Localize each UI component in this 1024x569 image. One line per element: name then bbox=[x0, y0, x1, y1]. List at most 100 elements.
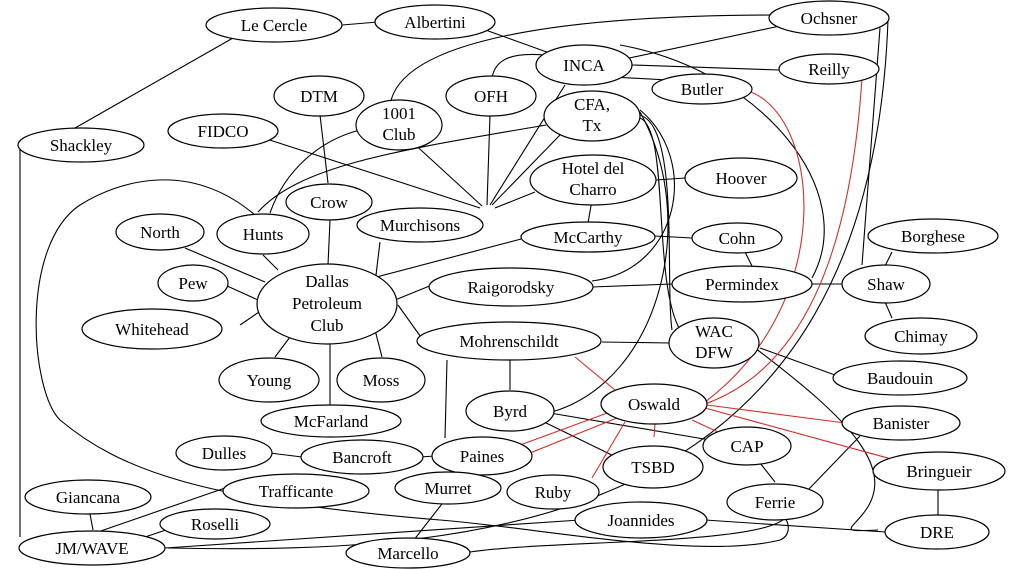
node-le-cercle[interactable]: Le Cercle bbox=[205, 7, 343, 43]
node-cap[interactable]: CAP bbox=[702, 426, 792, 466]
edge-byrd-cap bbox=[549, 412, 711, 441]
node-ochsner[interactable]: Ochsner bbox=[768, 0, 890, 36]
node-banister[interactable]: Banister bbox=[841, 405, 961, 441]
node-ferrie[interactable]: Ferrie bbox=[726, 483, 824, 521]
node-marcello[interactable]: Marcello bbox=[345, 537, 471, 569]
node-bancroft[interactable]: Bancroft bbox=[300, 439, 424, 475]
node-bringueir[interactable]: Bringueir bbox=[872, 451, 1006, 491]
node-label: Joannides bbox=[607, 511, 674, 530]
node-ruby[interactable]: Ruby bbox=[506, 474, 600, 510]
node-label: Oswald bbox=[628, 395, 680, 414]
node-inca[interactable]: INCA bbox=[535, 44, 633, 86]
node-chimay[interactable]: Chimay bbox=[864, 317, 978, 355]
edge-banister-oswald bbox=[706, 404, 846, 424]
node-label: Dulles bbox=[202, 444, 246, 463]
edge-ochsner-1001 bbox=[389, 14, 781, 106]
edge-raigorodsky-permindex bbox=[591, 283, 673, 288]
edge-trafficante-jmwave bbox=[94, 487, 226, 534]
node-cfa-tx[interactable]: CFA, Tx bbox=[543, 90, 641, 142]
node-cohn[interactable]: Cohn bbox=[691, 222, 783, 254]
node-dallas-petroleum-club[interactable]: Dallas Petroleum Club bbox=[256, 263, 398, 345]
node-dre[interactable]: DRE bbox=[884, 514, 990, 550]
node-pew[interactable]: Pew bbox=[157, 264, 229, 302]
node-borghese[interactable]: Borghese bbox=[867, 218, 999, 254]
edge-cap-ferrie bbox=[759, 462, 776, 483]
node-mohrenschildt[interactable]: Mohrenschildt bbox=[416, 321, 602, 361]
node-shackley[interactable]: Shackley bbox=[17, 127, 145, 163]
node-label: JM/WAVE bbox=[55, 539, 128, 558]
node-ofh[interactable]: OFH bbox=[445, 75, 537, 117]
node-label: Reilly bbox=[808, 60, 850, 79]
node-shaw[interactable]: Shaw bbox=[841, 264, 931, 304]
edge-banister-ferrie bbox=[807, 435, 861, 491]
edge-giancana-jmwave bbox=[89, 513, 94, 531]
node-label: Paines bbox=[460, 447, 504, 466]
node-paines[interactable]: Paines bbox=[431, 436, 533, 476]
node-trafficante[interactable]: Trafficante bbox=[222, 473, 370, 509]
node-hunts[interactable]: Hunts bbox=[216, 213, 310, 255]
node-label: CAP bbox=[730, 437, 763, 456]
node-hoover[interactable]: Hoover bbox=[684, 157, 798, 199]
node-mccarthy[interactable]: McCarthy bbox=[520, 221, 656, 253]
node-label: Byrd bbox=[493, 402, 528, 421]
edge-mccarthy-dpc bbox=[364, 237, 526, 281]
node-byrd[interactable]: Byrd bbox=[465, 390, 555, 432]
node-dtm[interactable]: DTM bbox=[273, 75, 365, 117]
edge-byrd-tsbd bbox=[539, 419, 623, 461]
node-crow[interactable]: Crow bbox=[285, 183, 373, 221]
node-north[interactable]: North bbox=[115, 213, 205, 251]
node-label: McCarthy bbox=[554, 228, 623, 247]
node-label-line2: Tx bbox=[583, 116, 602, 135]
edge-dpc-mohrenschildt bbox=[397, 304, 424, 341]
node-mcfarland[interactable]: McFarland bbox=[260, 404, 402, 438]
edge-ochsner-inca bbox=[619, 25, 781, 61]
node-joannides[interactable]: Joannides bbox=[574, 501, 708, 539]
node-reilly[interactable]: Reilly bbox=[778, 53, 880, 85]
edge-ferrie-marcello bbox=[469, 517, 786, 553]
node-label: INCA bbox=[563, 56, 605, 75]
node-label: Trafficante bbox=[259, 482, 334, 501]
node-label: Raigorodsky bbox=[468, 278, 555, 297]
edge-cohn-permindex bbox=[744, 251, 753, 267]
node-fidco[interactable]: FIDCO bbox=[167, 113, 279, 149]
node-dulles[interactable]: Dulles bbox=[175, 435, 273, 471]
node-baudouin[interactable]: Baudouin bbox=[832, 360, 968, 396]
edge-ruby-oswald bbox=[591, 421, 626, 479]
edge-hunts-loop bbox=[35, 179, 789, 547]
node-1001-club[interactable]: 1001 Club bbox=[355, 99, 443, 151]
node-butler[interactable]: Butler bbox=[651, 73, 753, 105]
edge-mohrenschildt-oswald bbox=[574, 356, 616, 391]
edge-borghese-shaw bbox=[884, 251, 893, 267]
edge-murchisons-dpc bbox=[375, 241, 381, 276]
node-raigorodsky[interactable]: Raigorodsky bbox=[428, 267, 594, 307]
node-label: Murchisons bbox=[380, 216, 460, 235]
node-wac-dfw[interactable]: WAC DFW bbox=[668, 317, 760, 369]
node-permindex[interactable]: Permindex bbox=[671, 265, 813, 303]
node-murchisons[interactable]: Murchisons bbox=[356, 207, 484, 243]
node-oswald[interactable]: Oswald bbox=[600, 383, 708, 425]
node-young[interactable]: Young bbox=[218, 357, 320, 403]
edge-cfa-wacdfw-b bbox=[639, 117, 681, 331]
node-label: Crow bbox=[310, 193, 349, 212]
node-label: Ochsner bbox=[801, 9, 858, 28]
node-label: Chimay bbox=[894, 327, 948, 346]
edge-joannides-jmwave bbox=[164, 519, 581, 549]
edge-cfa-byrd bbox=[551, 111, 669, 413]
node-label: Le Cercle bbox=[241, 16, 308, 35]
edge-cap-oswald bbox=[691, 419, 719, 433]
node-giancana[interactable]: Giancana bbox=[24, 479, 152, 515]
node-label-line2: Petroleum bbox=[292, 294, 362, 313]
node-jm-wave[interactable]: JM/WAVE bbox=[18, 530, 166, 566]
node-roselli[interactable]: Roselli bbox=[159, 508, 271, 540]
edge-tsbd-oswald bbox=[653, 423, 656, 438]
node-murret[interactable]: Murret bbox=[394, 471, 502, 505]
node-tsbd[interactable]: TSBD bbox=[602, 445, 704, 489]
node-label: DRE bbox=[920, 523, 954, 542]
node-hotel-del-charro[interactable]: Hotel del Charro bbox=[529, 154, 657, 206]
node-albertini[interactable]: Albertini bbox=[374, 4, 496, 40]
edge-dpc-young bbox=[274, 336, 291, 358]
node-moss[interactable]: Moss bbox=[336, 357, 426, 403]
node-label: Hoover bbox=[716, 169, 767, 188]
node-label: North bbox=[140, 223, 180, 242]
node-whitehead[interactable]: Whitehead bbox=[81, 308, 223, 350]
